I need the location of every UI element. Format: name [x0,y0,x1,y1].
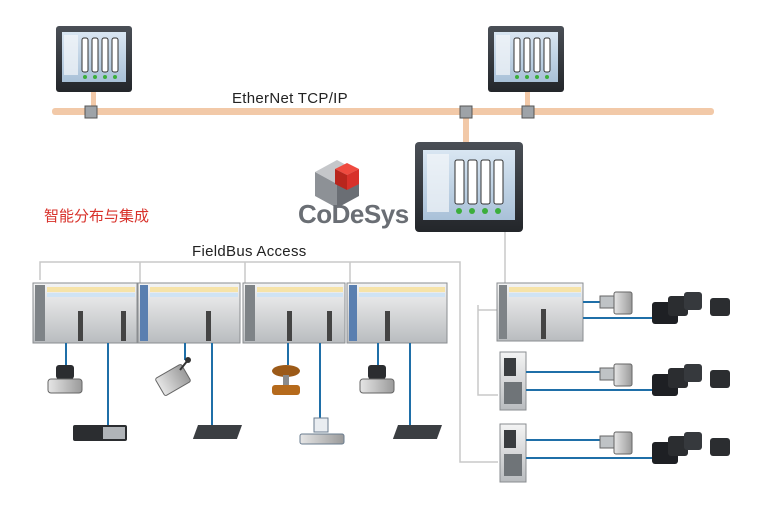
gear-motor-icon [599,431,633,455]
pneumatic-valve-icon [73,425,127,441]
gear-motor-icon [599,291,633,315]
codesys-logo-text: CoDeSys [298,199,409,229]
network-wiring [39,232,506,463]
drive-module-1 [499,351,527,411]
motor-group [599,291,730,464]
gear-motor-icon [599,363,633,387]
hmi-panel-main [415,142,523,232]
io-coupler-1 [32,282,138,344]
io-coupler-2 [137,282,241,344]
io-coupler-4 [346,282,448,344]
codesys-logo-icon [315,160,359,208]
solenoid-valve-icon [47,365,83,394]
hmi-panel-left [56,26,132,92]
servo-motor-icon [652,364,730,396]
terminal-block-icon [392,425,442,439]
solenoid-valve-icon [359,365,395,394]
limit-switch-icon [155,357,191,396]
ethernet-label: EtherNet TCP/IP [232,90,348,107]
distributed-integration-label: 智能分布与集成 [44,207,150,225]
control-valve-icon [272,365,300,395]
servo-motor-icon [652,292,730,324]
ethernet-bus [52,90,714,144]
io-coupler-right [496,282,584,342]
ethernet-node-right [521,105,535,119]
ethernet-node-left [84,105,98,119]
terminal-block-icon [192,425,242,439]
field-cables [65,301,655,459]
io-coupler-3 [242,282,346,344]
ethernet-node-center [459,105,473,119]
flow-meter-icon [299,417,345,445]
hmi-panel-right [488,26,564,92]
drive-module-2 [499,423,527,483]
servo-motor-icon [652,432,730,464]
fieldbus-label: FieldBus Access [192,243,307,260]
